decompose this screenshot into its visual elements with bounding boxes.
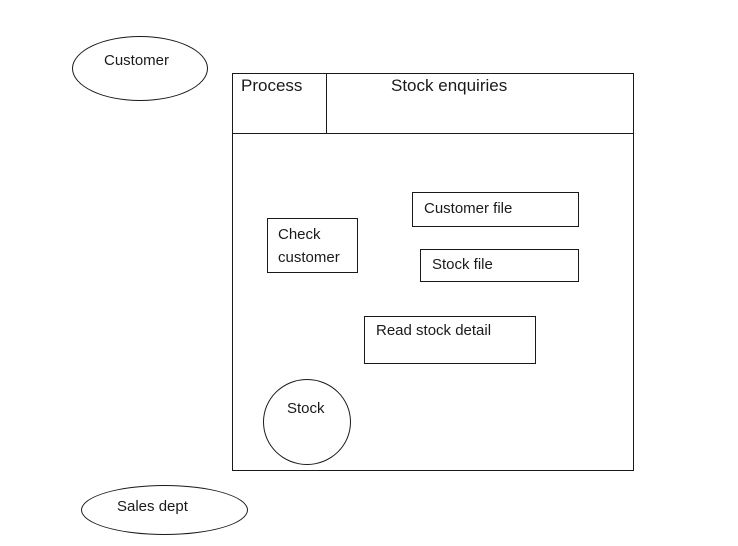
check-customer-line2: customer <box>278 249 340 266</box>
stock-file-box: Stock file <box>420 249 579 282</box>
process-header-label: Process <box>241 76 303 95</box>
stock-circle-label: Stock <box>287 400 325 417</box>
sales-dept-entity: Sales dept <box>81 485 248 535</box>
stock-circle: Stock <box>263 379 351 465</box>
stock-file-label: Stock file <box>432 256 493 273</box>
read-stock-detail-box: Read stock detail <box>364 316 536 364</box>
customer-file-label: Customer file <box>424 200 513 217</box>
customer-entity: Customer <box>72 36 208 101</box>
read-stock-detail-label: Read stock detail <box>376 322 492 339</box>
customer-file-box: Customer file <box>412 192 579 227</box>
check-customer-line1: Check <box>278 226 321 243</box>
customer-entity-label: Customer <box>104 52 170 69</box>
check-customer-box: Check customer <box>267 218 358 273</box>
process-title: Stock enquiries <box>391 76 508 95</box>
sales-dept-entity-label: Sales dept <box>117 498 188 515</box>
process-header: Process Stock enquiries <box>233 74 633 134</box>
process-header-label-cell: Process <box>233 74 327 133</box>
